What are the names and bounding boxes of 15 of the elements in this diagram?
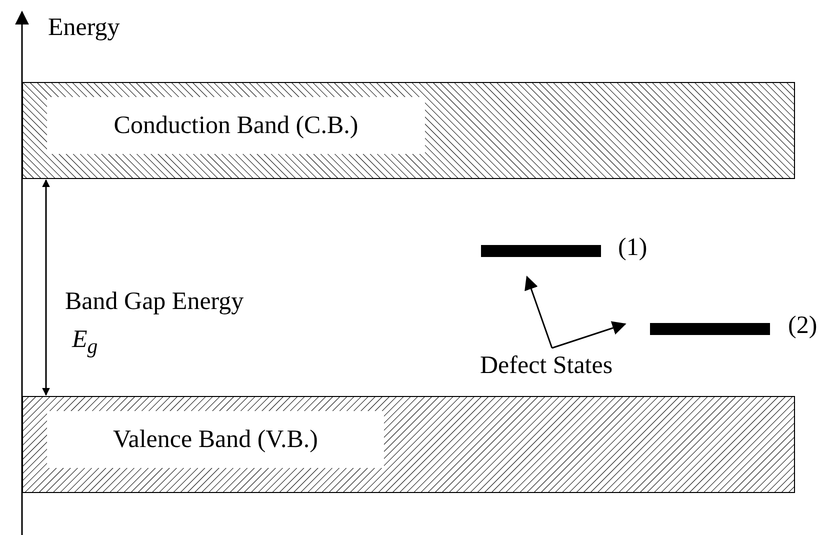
axis-label: Energy — [48, 14, 120, 42]
band-label: Conduction Band (C.B.) — [114, 112, 358, 140]
arrow — [42, 179, 50, 396]
energy-band — [22, 82, 795, 179]
quantity-label: Band Gap Energy — [65, 288, 244, 316]
symbol-label: E$_{g}$ — [72, 326, 98, 358]
energy-level-bar — [650, 323, 770, 335]
level-number: (2) — [788, 312, 818, 340]
arrow — [524, 276, 553, 348]
energy-band — [22, 396, 795, 493]
level-number: (1) — [618, 234, 648, 262]
arrow — [552, 321, 626, 349]
annotation-text: Defect States — [480, 352, 613, 380]
energy-level-bar — [481, 245, 601, 257]
band-label: Valence Band (V.B.) — [112, 426, 318, 454]
